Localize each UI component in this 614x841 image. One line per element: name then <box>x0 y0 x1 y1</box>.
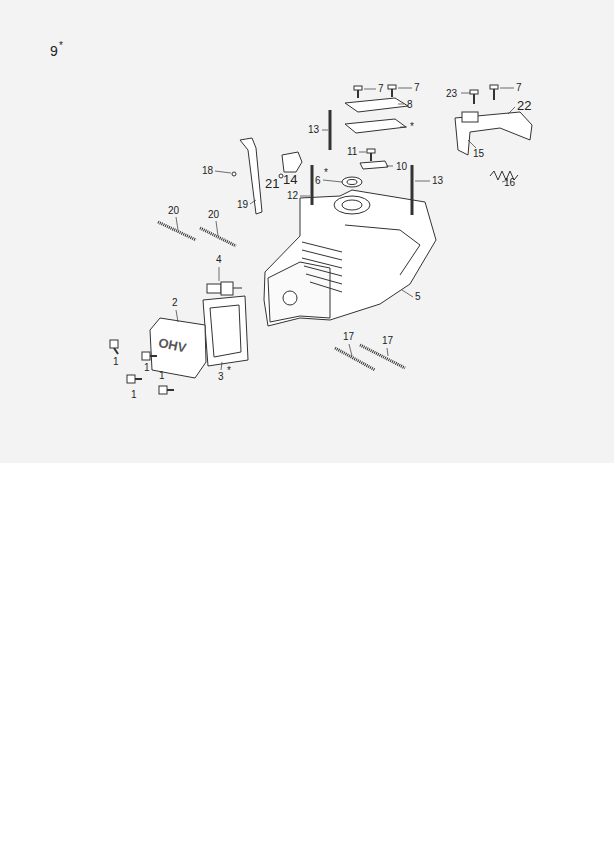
callout-number: 5 <box>415 291 421 302</box>
callout-number: 3 <box>218 371 224 382</box>
embossed-text: OHV <box>157 336 188 356</box>
callout-number: 7 <box>516 82 522 93</box>
callout-number: 16 <box>504 177 515 188</box>
callout-number: 19 <box>237 199 248 210</box>
callout-number: * <box>227 365 231 376</box>
callout-number: 23 <box>446 88 457 99</box>
callout-number: 1 <box>144 362 150 373</box>
callout-number: 7 <box>414 82 420 93</box>
callout-number: 18 <box>202 165 213 176</box>
callout-number: 14 <box>283 173 297 187</box>
callout-number: 13 <box>432 175 443 186</box>
callout-number: 8 <box>407 99 413 110</box>
callout-number: * <box>324 167 328 178</box>
callout-number: 17 <box>343 331 354 342</box>
callout-number: 13 <box>308 124 319 135</box>
callout-number: 20 <box>168 205 179 216</box>
callout-number: 1 <box>131 389 137 400</box>
callout-number: 11 <box>347 146 357 157</box>
callout-number: 22 <box>517 99 531 113</box>
callout-number: 6 <box>315 175 321 186</box>
callout-number: 4 <box>216 254 222 265</box>
callout-number: 15 <box>473 148 484 159</box>
callout-number: 1 <box>159 370 165 381</box>
callout-number: * <box>59 40 63 51</box>
callout-number: 20 <box>208 209 219 220</box>
callout-number: 10 <box>396 161 407 172</box>
callout-number: 17 <box>382 335 393 346</box>
callout-number: * <box>410 121 414 132</box>
callout-number: 12 <box>287 190 298 201</box>
callout-number: 1 <box>113 356 119 367</box>
callout-number: 2 <box>172 297 178 308</box>
callout-number: 9 <box>50 44 58 59</box>
callout-number: 21 <box>265 177 279 191</box>
callout-number: 7 <box>378 83 384 94</box>
